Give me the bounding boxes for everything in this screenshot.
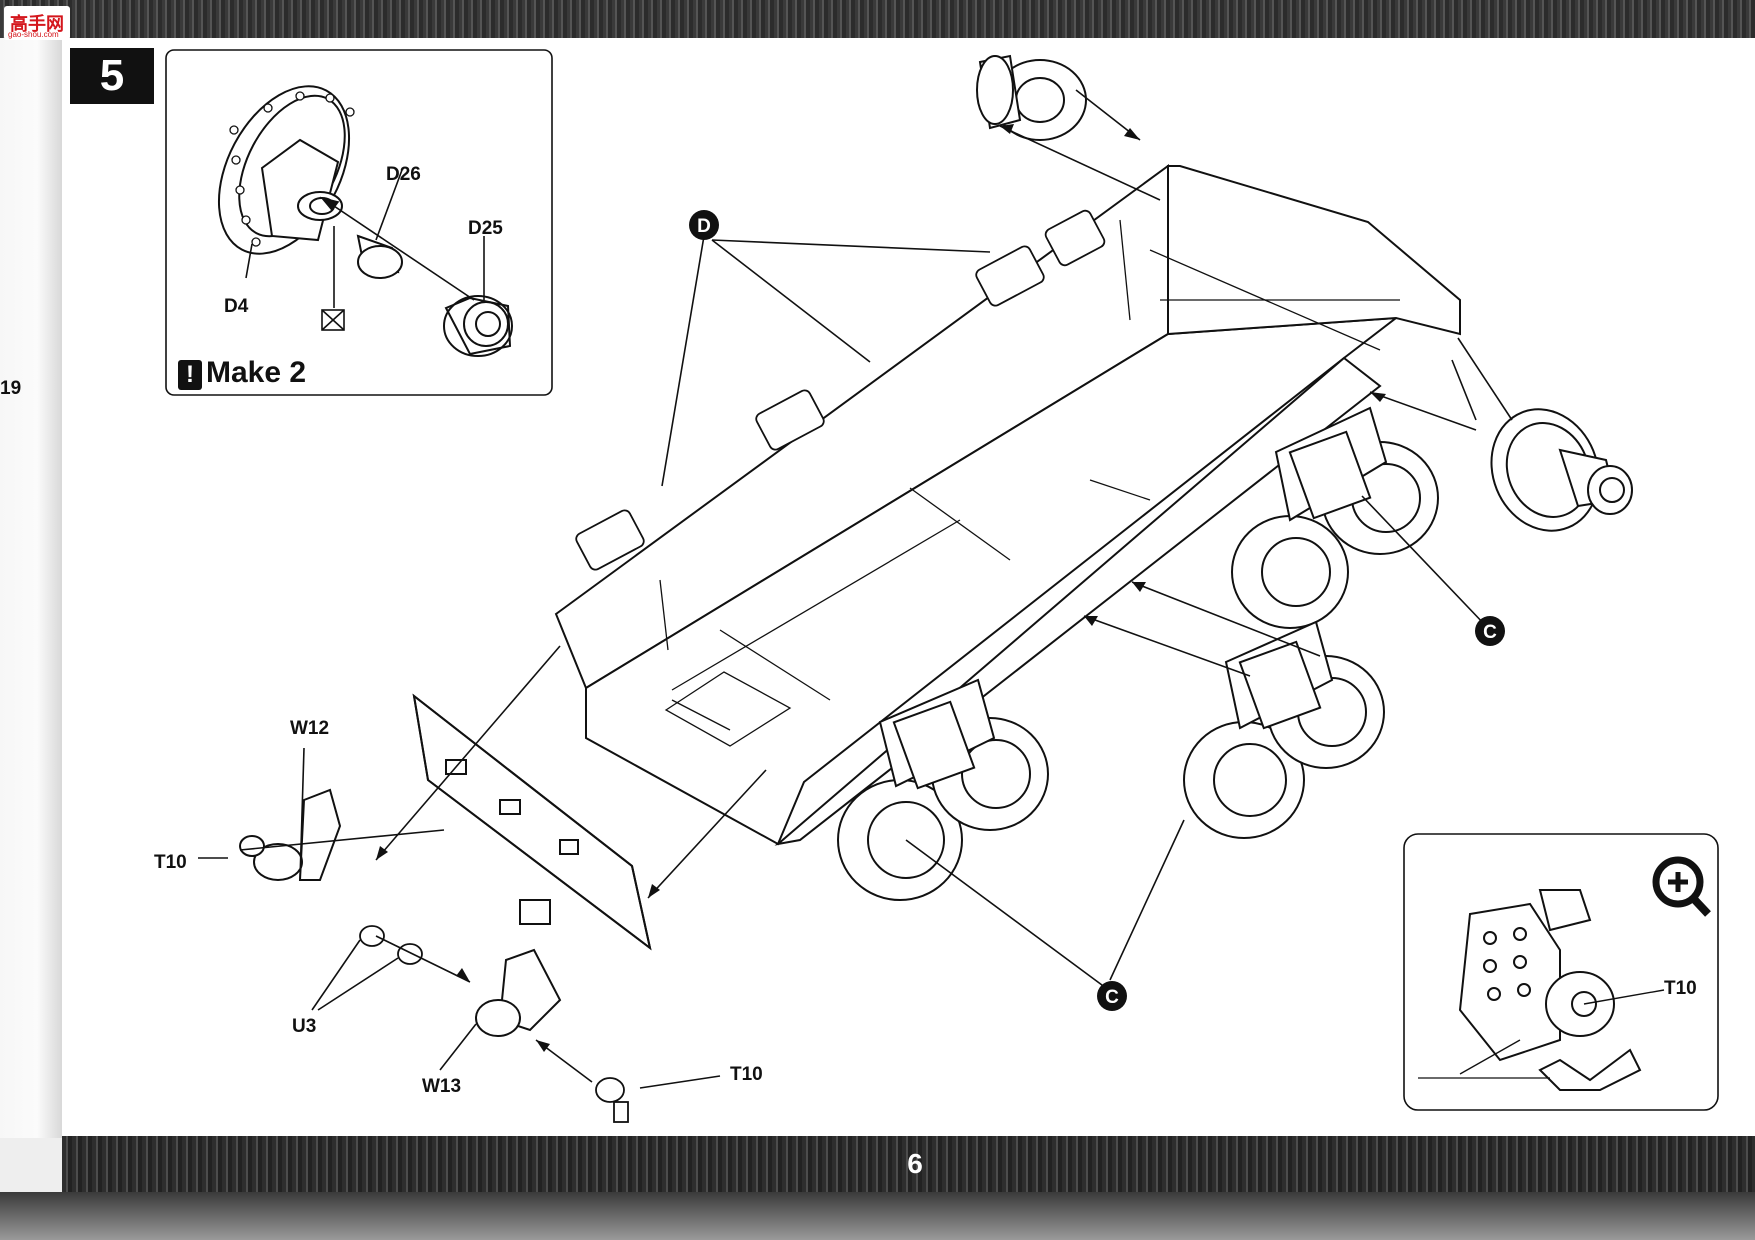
- zoom-in-icon: [1652, 856, 1711, 917]
- site-logo: 高手网 gao-shou.com: [4, 6, 70, 40]
- remove-part-icon: [321, 309, 345, 331]
- parts-u3: [359, 925, 423, 965]
- warning-icon: !: [178, 360, 202, 390]
- part-w12: [239, 788, 342, 881]
- logo-text: 高手网: [10, 14, 64, 34]
- bogie-assembly-rear: [1231, 406, 1439, 629]
- callout-c-top: C: [1475, 616, 1505, 646]
- wheel-part-d25: [443, 295, 513, 357]
- label-d25: D25: [468, 218, 503, 239]
- scan-shadow: [0, 1192, 1755, 1240]
- label-u3: U3: [292, 1016, 316, 1037]
- sprocket-bolts: [229, 91, 355, 247]
- label-w12: W12: [290, 718, 329, 739]
- previous-page-number: 19: [0, 378, 22, 399]
- label-d26: D26: [386, 164, 421, 185]
- step-number: 5: [70, 48, 154, 104]
- callout-c-bottom: C: [1097, 981, 1127, 1011]
- page-number: 6: [907, 1148, 923, 1179]
- callout-c-bottom-label: C: [1105, 987, 1119, 1008]
- label-t10-bottom: T10: [730, 1064, 763, 1085]
- main-assembly-arrows: [198, 89, 1513, 1089]
- label-w13: W13: [422, 1076, 461, 1097]
- part-t10-bottom: [595, 1077, 629, 1123]
- hull-road-wheel-stations: [575, 209, 1106, 571]
- front-drive-sprocket: [1490, 408, 1633, 532]
- callout-d-label: D: [697, 216, 711, 237]
- label-t10-left: T10: [154, 852, 187, 873]
- label-t10-detail: T10: [1664, 978, 1697, 999]
- callout-c-top-label: C: [1483, 622, 1497, 643]
- callout-d: D: [689, 210, 719, 240]
- part-w13: [475, 948, 562, 1037]
- arrowheads: [376, 124, 1386, 1052]
- make-quantity-note: Make 2: [206, 356, 307, 389]
- rear-hull-plate: [412, 693, 652, 951]
- bottom-binding-band: [62, 1136, 1755, 1192]
- hull-interior-lines: [659, 219, 1400, 747]
- label-d4: D4: [224, 296, 249, 317]
- detail-part-drawing: [1458, 889, 1642, 1091]
- logo-subtext: gao-shou.com: [8, 30, 59, 39]
- inset-assembly-arrows: [245, 169, 485, 308]
- bogie-assembly-middle: [1183, 620, 1385, 839]
- detail-leader-line: [1583, 989, 1665, 1005]
- top-binding-band: [0, 0, 1755, 38]
- ring-part-d26: [356, 234, 403, 279]
- idler-hub: [976, 54, 1087, 141]
- left-page-edge: [0, 38, 62, 1138]
